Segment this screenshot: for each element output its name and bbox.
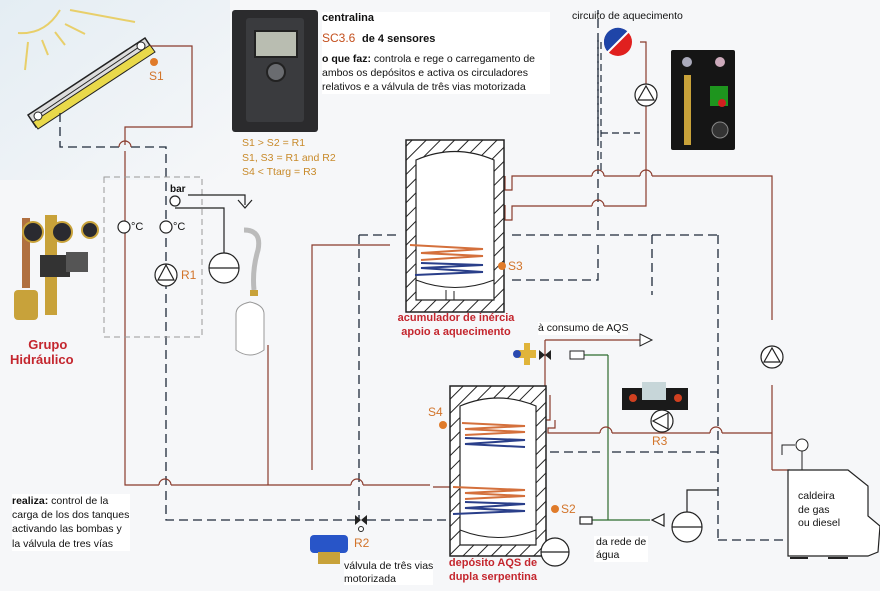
sensor-s3-dot <box>498 262 506 270</box>
boiler-label-line2: de gas <box>798 503 830 516</box>
controller-display <box>254 30 298 58</box>
relay-r3-label: R3 <box>652 434 668 448</box>
cold-pipes <box>59 10 790 541</box>
heating-return-pipe <box>600 42 640 170</box>
water-inlet-symbols <box>540 489 718 567</box>
water-inlet-label-line1: da rede de <box>596 536 647 548</box>
dhw-upper-coil <box>461 422 526 448</box>
sensor-s1-dot <box>150 58 158 66</box>
hydraulic-group-title-line1: Grupo <box>28 337 68 352</box>
water-pipes <box>580 354 650 521</box>
heating-circuit-label: circuito de aquecimento <box>572 10 683 22</box>
expansion-vessel-photo <box>235 227 265 356</box>
expansion-vessel-small <box>175 207 240 284</box>
valve-photo-r2 <box>310 535 348 564</box>
sensor-s3-label: S3 <box>508 259 523 273</box>
buffer-tank-label-line1: acumulador de inércia <box>397 312 515 324</box>
dhw-tank-label: depósito AQS de dupla serpentina <box>443 557 543 585</box>
three-way-valve-label: válvula de três vias motorizada <box>344 560 434 586</box>
pump-r3-symbol <box>650 409 674 433</box>
realiza-label: realiza: <box>12 495 49 507</box>
buffer-tank-label-line2: apoio a aquecimento <box>401 325 511 338</box>
sensor-s4-dot <box>439 421 447 429</box>
thermostatic-mixer <box>539 333 654 360</box>
controller-info: centralina SC3.6 de 4 sensores o que faz… <box>322 12 550 95</box>
drain-funnel <box>188 194 253 209</box>
relay-r2-label: R2 <box>354 536 370 550</box>
three-way-valve-label-line1: válvula de três vias <box>344 560 434 572</box>
solar-collector <box>26 36 156 130</box>
boiler-label-line1: caldeira <box>798 490 835 502</box>
hot-pipes <box>124 41 790 488</box>
buffer-coil <box>409 244 484 276</box>
sensor-s1-label: S1 <box>149 69 164 83</box>
pipe-crossings <box>118 140 723 486</box>
pump-r1-symbol <box>117 195 181 287</box>
water-inlet-label-line2: água <box>596 549 620 562</box>
pump-station-photo <box>671 50 735 150</box>
dhw-outlet-label: à consumo de AQS <box>538 322 629 336</box>
water-inlet-label: da rede de água <box>594 536 649 563</box>
sensor-s2-dot <box>551 505 559 513</box>
mixer-photo <box>513 343 536 365</box>
dhw-tank-label-line1: depósito AQS de <box>448 557 538 569</box>
dhw-tank <box>449 385 547 557</box>
buffer-tank-label: acumulador de inércia apoio a aqueciment… <box>390 312 522 340</box>
controller-what-label: o que faz: <box>322 52 371 65</box>
controller-what-text: controla e rege o carregamento de ambos … <box>322 52 536 93</box>
realiza-text: control de la carga de los dos tanques a… <box>12 495 130 550</box>
hydraulic-group-title: Grupo Hidráulico <box>10 337 74 368</box>
three-way-valve-label-line2: motorizada <box>344 572 396 585</box>
hydraulic-group-photo <box>14 215 99 320</box>
boiler-pump-symbol <box>760 345 784 369</box>
rule-3: S4 < Ttarg = R3 <box>242 166 317 179</box>
controller-model: SC3.6 <box>322 30 356 45</box>
motorized-three-way-valve-r2 <box>355 515 367 532</box>
heating-pump-symbol <box>634 83 658 107</box>
boiler <box>781 438 880 559</box>
temp-label-right: °C <box>173 221 186 233</box>
hydraulic-group-title-line2: Hidráulico <box>10 351 74 367</box>
relay-r1-label: R1 <box>181 268 197 282</box>
pressure-label: bar <box>170 184 186 195</box>
realiza-description: realiza: control de la carga de los dos … <box>12 494 130 551</box>
controller-photo <box>232 10 318 132</box>
controller-title: centralina <box>322 12 374 24</box>
boiler-label-line3: ou diesel <box>798 517 841 530</box>
heating-emitter-icon <box>603 27 632 56</box>
buffer-tank <box>405 139 505 313</box>
hydraulic-group-box <box>103 176 203 338</box>
dhw-lower-coil <box>452 486 526 515</box>
controller-knob <box>266 62 286 82</box>
temp-label-left: °C <box>131 221 144 233</box>
rule-2: S1, S3 = R1 and R2 <box>242 151 336 164</box>
rule-1: S1 > S2 = R1 <box>242 137 306 149</box>
controller-rules: S1 > S2 = R1 S1, S3 = R1 and R2 S4 < Tta… <box>242 136 336 180</box>
sensor-s2-label: S2 <box>561 502 576 516</box>
dhw-tank-label-line2: dupla serpentina <box>448 570 538 583</box>
sensor-s4-label: S4 <box>428 405 443 419</box>
controller-model-suffix: de 4 sensores <box>362 32 436 45</box>
sun-icon <box>17 9 136 71</box>
boiler-label: caldeira de gas ou diesel <box>798 490 840 531</box>
dhw-pump-photo <box>622 382 688 410</box>
